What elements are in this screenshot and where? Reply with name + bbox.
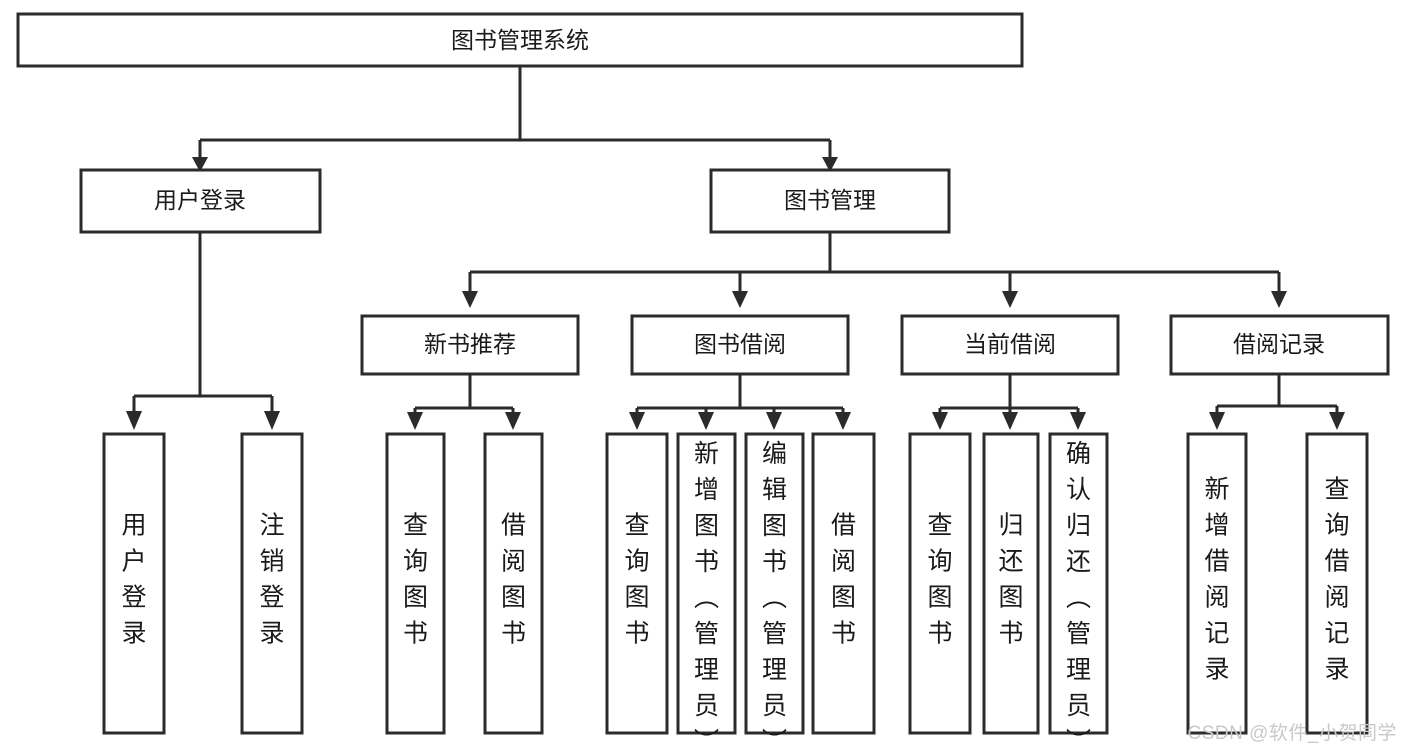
leaf-node[interactable]: 用户登录 [102, 432, 166, 735]
leaf-box[interactable] [1305, 432, 1369, 735]
leaf-node[interactable]: 确认归还︵管理员︶ [1048, 432, 1109, 747]
leaf-label: 编辑图书︵管理员︶ [762, 440, 787, 747]
leaf-label: 查询图书 [624, 512, 649, 648]
leaf-label: 确认归还︵管理员︶ [1066, 440, 1091, 747]
node-new-book-recommend[interactable]: 新书推荐 [360, 314, 580, 376]
leaf-node[interactable]: 编辑图书︵管理员︶ [744, 432, 805, 747]
leaf-label: 归还图书 [998, 512, 1023, 648]
arrow-leaf-query-book-1 [407, 412, 423, 430]
leaf-node[interactable]: 归还图书 [982, 432, 1040, 735]
arrow-leaf-confirm-return [1070, 412, 1086, 430]
leaf-box[interactable] [908, 432, 972, 735]
root-label: 图书管理系统 [451, 27, 589, 53]
arrow-to-new-book-rec [462, 291, 478, 308]
node-current-borrow[interactable]: 当前借阅 [900, 314, 1120, 376]
book-borrow-box[interactable] [630, 314, 850, 376]
current-borrow-label: 当前借阅 [964, 331, 1056, 357]
node-borrow-record[interactable]: 借阅记录 [1169, 314, 1390, 376]
leaf-box[interactable] [811, 432, 876, 735]
leaf-node[interactable]: 查询图书 [605, 432, 669, 735]
leaf-label: 新增图书︵管理员︶ [694, 440, 719, 747]
arrow-to-book-mgmt [822, 157, 838, 172]
leaf-label: 查询借阅记录 [1324, 476, 1349, 684]
leaf-label: 查询图书 [927, 512, 952, 648]
arrow-leaf-add-record [1209, 412, 1225, 430]
leaf-node[interactable]: 注销登录 [240, 432, 304, 735]
leaf-box[interactable] [1186, 432, 1248, 735]
leaf-box[interactable] [605, 432, 669, 735]
leaf-box[interactable] [483, 432, 544, 735]
arrow-leaf-query-book-2 [629, 412, 645, 430]
arrow-leaf-user-login [126, 411, 142, 430]
node-user-login[interactable]: 用户登录 [79, 168, 322, 234]
arrow-to-borrow-record [1271, 291, 1287, 308]
leaf-node[interactable]: 查询图书 [385, 432, 446, 735]
leaf-label: 借阅图书 [501, 512, 526, 648]
leaf-box[interactable] [982, 432, 1040, 735]
new-book-recommend-label: 新书推荐 [424, 331, 516, 357]
arrow-leaf-borrow-book-1 [505, 412, 521, 430]
arrow-leaf-query-record [1329, 412, 1345, 430]
leaf-box[interactable] [385, 432, 446, 735]
leaf-label: 借阅图书 [831, 512, 856, 648]
leaf-box[interactable] [240, 432, 304, 735]
watermark-text: CSDN @软件_小贺同学 [1187, 723, 1397, 744]
leaf-box[interactable] [102, 432, 166, 735]
leaf-layer: 用户登录 注销登录 查询图书 借阅图书 查询图书 新增图书︵管理员︶ 编辑图书︵管理员︶ 借阅… [102, 432, 1369, 747]
edge-currentborrow-bus [938, 374, 1080, 414]
leaf-node[interactable]: 借阅图书 [483, 432, 544, 735]
leaf-label: 新增借阅记录 [1204, 476, 1229, 684]
arrow-to-book-borrow [732, 291, 748, 308]
new-book-recommend-box[interactable] [360, 314, 580, 376]
user-login-label: 用户登录 [154, 187, 246, 213]
leaf-node[interactable]: 借阅图书 [811, 432, 876, 735]
arrow-to-user-login [192, 157, 208, 172]
arrow-leaf-add-book [698, 412, 714, 430]
edge-newbook-bus [413, 374, 515, 414]
node-book-borrow[interactable]: 图书借阅 [630, 314, 850, 376]
borrow-record-label: 借阅记录 [1233, 331, 1325, 357]
leaf-label: 用户登录 [121, 512, 146, 648]
edge-userlogin-bus [132, 232, 274, 412]
edge-root-bus [198, 66, 832, 158]
leaf-node[interactable]: 查询图书 [908, 432, 972, 735]
edge-borrowrecord-bus [1215, 374, 1339, 414]
node-book-management[interactable]: 图书管理 [709, 168, 951, 234]
edge-bookmgmt-bus [468, 232, 1281, 292]
book-management-box[interactable] [709, 168, 951, 234]
leaf-label: 注销登录 [259, 512, 284, 648]
book-management-label: 图书管理 [784, 187, 876, 213]
arrow-leaf-borrow-book-2 [835, 412, 851, 430]
borrow-record-box[interactable] [1169, 314, 1390, 376]
arrow-leaf-edit-book [766, 412, 782, 430]
leaf-box[interactable] [744, 432, 805, 735]
leaf-label: 查询图书 [403, 512, 428, 648]
user-login-box[interactable] [79, 168, 322, 234]
leaf-node[interactable]: 新增图书︵管理员︶ [676, 432, 737, 747]
arrow-leaf-query-book-3 [932, 412, 948, 430]
leaf-node[interactable]: 新增借阅记录 [1186, 432, 1248, 735]
arrow-leaf-logout [264, 411, 280, 430]
root-box[interactable] [16, 12, 1024, 68]
edge-layer [126, 66, 1345, 430]
node-root[interactable]: 图书管理系统 [16, 12, 1024, 68]
leaf-box[interactable] [676, 432, 737, 735]
arrow-leaf-return-book [1002, 412, 1018, 430]
current-borrow-box[interactable] [900, 314, 1120, 376]
leaf-box[interactable] [1048, 432, 1109, 735]
edge-bookborrow-bus [635, 374, 845, 414]
book-borrow-label: 图书借阅 [694, 331, 786, 357]
arrow-to-current-borrow [1002, 291, 1018, 308]
leaf-node[interactable]: 查询借阅记录 [1305, 432, 1369, 735]
